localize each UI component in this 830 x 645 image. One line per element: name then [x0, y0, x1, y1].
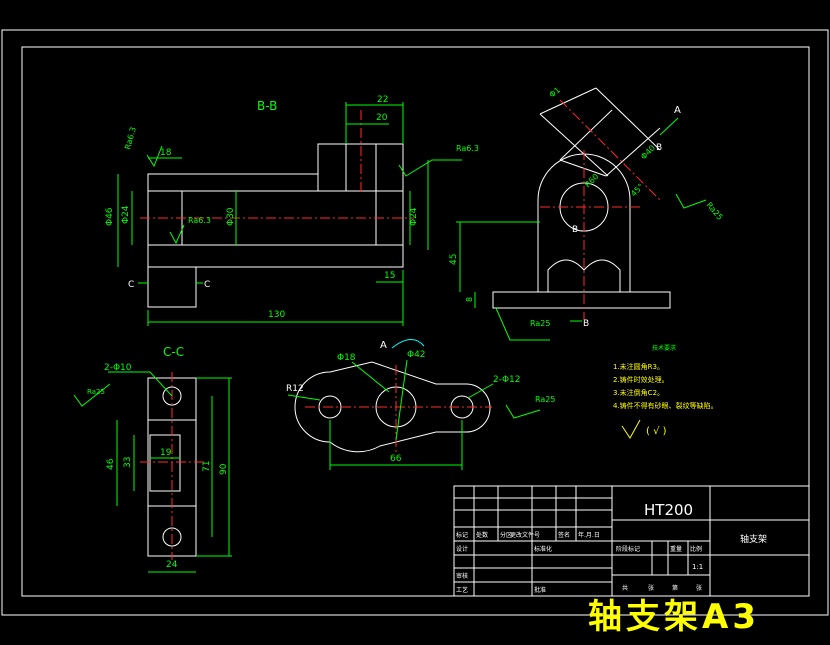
dim-18: 18 [160, 148, 172, 158]
dim-90: 90 [219, 463, 229, 475]
tb-row1-c5: 签名 [558, 531, 570, 539]
label-b-bottom: B [583, 319, 589, 329]
dim-phi46: Φ46 [105, 207, 115, 226]
inner-frame [21, 46, 810, 597]
tb-scale-hdr: 比例 [690, 545, 702, 553]
dim-2-phi10: 2-Φ10 [104, 363, 132, 373]
notes-title: 技术要求 [652, 344, 676, 352]
dim-15: 15 [384, 271, 395, 281]
dim-r60: R60 [583, 172, 601, 190]
tb-scale: 1:1 [692, 563, 703, 571]
note-line-1: 1.未注圆角R3。 [613, 362, 664, 371]
section-c-left: C [128, 280, 134, 290]
dim-phi42: Φ42 [407, 350, 426, 360]
plate-top-view: 66 Φ18 Φ42 A R12 2-Φ12 Ra25 [286, 339, 555, 470]
section-bb-label: B-B [257, 99, 277, 113]
dim-2-phi12: 2-Φ12 [493, 375, 521, 385]
note-line-3: 3.未注倒角C2。 [613, 388, 664, 397]
tb-sheet-total: 共 [622, 584, 628, 592]
watermark-title: 轴支架A3 [588, 597, 760, 637]
view-arrow-a-plate: A [380, 340, 387, 351]
tb-sheet-no: 第 [672, 584, 678, 592]
dim-19: 19 [160, 448, 172, 458]
dim-22: 22 [377, 95, 388, 105]
tb-standard: 标准化 [534, 545, 552, 553]
dim-71: 71 [202, 461, 212, 472]
dim-phi18: Φ18 [337, 353, 356, 363]
dim-20: 20 [376, 113, 388, 123]
dim-phi1: Φ1 [548, 85, 563, 99]
dim-phi24-left: Φ24 [121, 205, 131, 224]
dim-24: 24 [166, 560, 178, 570]
dim-46: 46 [106, 458, 116, 470]
tb-row1-c6: 年.月.日 [578, 531, 600, 539]
tb-part-name: 轴支架 [740, 533, 767, 545]
technical-notes: 技术要求 1.未注圆角R3。 2.铸件时效处理。 3.未注倒角C2。 4.铸件不… [613, 344, 718, 439]
dim-phi30: Φ30 [226, 207, 236, 226]
outer-frame [1, 29, 829, 616]
section-bb-view: B-B 130 22 20 18 15 Φ46 [105, 95, 479, 326]
tb-sheet-2: 张 [696, 584, 702, 592]
roughness-ra25-side: Ra25 [704, 201, 724, 222]
roughness-ra63-top: Ra6.3 [123, 126, 138, 151]
section-cc-label: C-C [163, 345, 184, 359]
dim-r12: R12 [286, 384, 304, 394]
label-b-top: B [656, 143, 662, 153]
tb-row1-c1: 标记 [456, 531, 468, 539]
view-arrow-a: A [674, 105, 681, 116]
roughness-ra25-base: Ra25 [530, 319, 550, 328]
tb-approve: 批准 [534, 586, 546, 594]
tb-stage-mark: 阶段标记 [616, 545, 640, 553]
roughness-ra63-right: Ra6.3 [456, 144, 479, 153]
dim-130: 130 [268, 310, 285, 320]
section-cc-view: C-C 90 71 46 33 19 24 2-Φ10 Ra25 [73, 345, 232, 573]
tb-sheet-1: 张 [648, 584, 654, 592]
label-b-inner: B [572, 225, 578, 235]
dim-45deg: 45° [629, 182, 645, 198]
tb-row1-c2: 处数 [476, 531, 488, 539]
section-c-right: C [204, 280, 210, 290]
side-view: 45 8 B B A B Φ1 Φ40 45° R60 Ra25 Ra25 [449, 85, 725, 341]
notes-paren: ( √ ) [646, 426, 667, 437]
tb-row1-c4: 更改文件号 [510, 531, 540, 539]
tb-weight: 重量 [670, 545, 682, 553]
roughness-ra25-cc: Ra25 [87, 388, 105, 396]
note-line-4: 4.铸件不得有砂眼、裂纹等缺陷。 [613, 401, 718, 410]
tb-row1-c3: 分区 [500, 531, 512, 539]
note-line-2: 2.铸件时效处理。 [613, 375, 669, 384]
dim-phi40: Φ40 [639, 143, 657, 161]
dim-phi24-right: Φ24 [409, 207, 419, 226]
tb-process: 工艺 [456, 586, 468, 594]
dim-33: 33 [123, 457, 133, 468]
tb-design: 设计 [456, 545, 468, 553]
roughness-ra63-mid: Ra6.3 [188, 216, 211, 225]
title-block: 标记 处数 分区 更改文件号 签名 年.月.日 设计 标准化 审核 工艺 批准 … [453, 485, 810, 597]
roughness-ra25-plate: Ra25 [535, 395, 555, 404]
dim-8: 8 [465, 297, 474, 302]
tb-review: 审核 [456, 572, 468, 580]
dim-66: 66 [390, 454, 402, 464]
dim-45: 45 [449, 254, 459, 265]
tb-material: HT200 [644, 501, 693, 519]
